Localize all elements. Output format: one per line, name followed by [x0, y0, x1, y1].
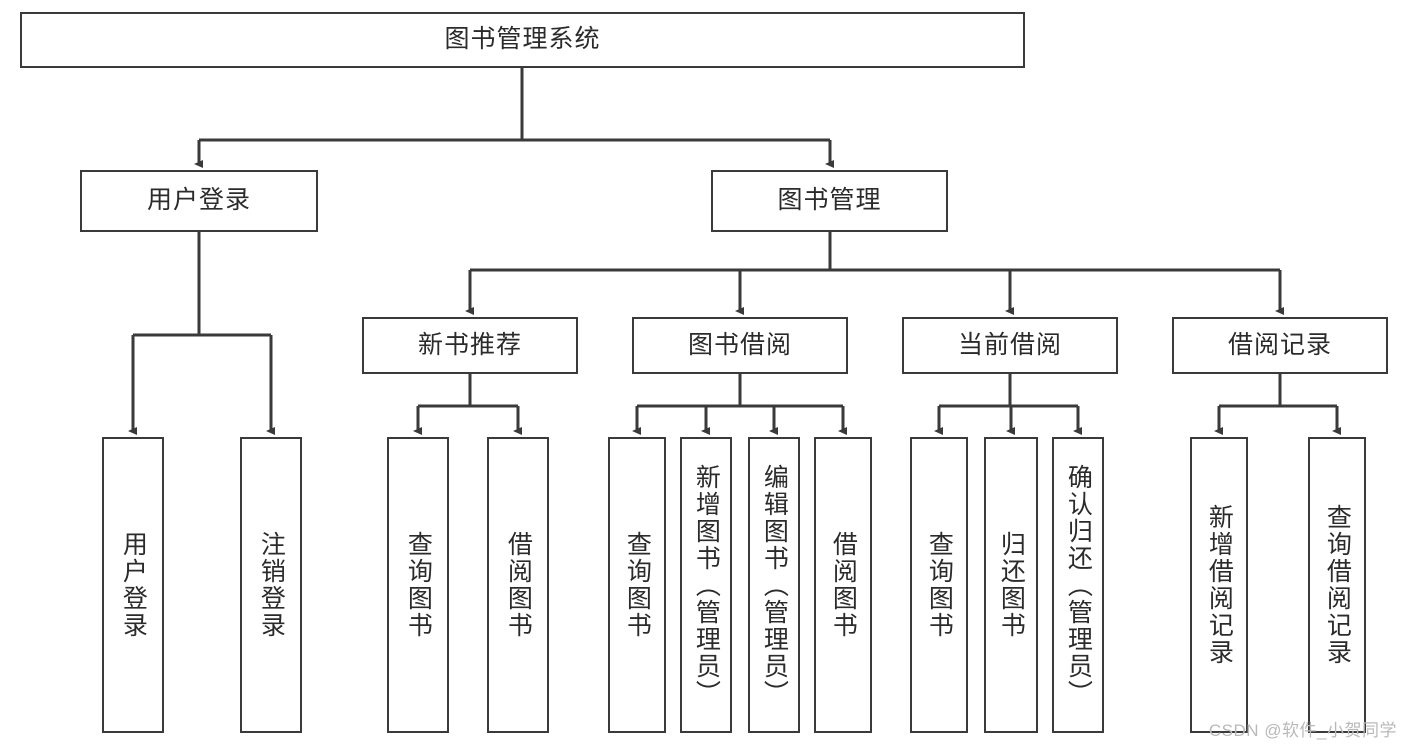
leaf-edit-book[interactable]: 编辑图书（管理员） — [748, 437, 800, 733]
node-user-login-label: 用户登录 — [146, 186, 251, 215]
leaf-borrow-book-2-label: 借阅图书 — [829, 531, 858, 639]
node-user-login[interactable]: 用户登录 — [80, 170, 318, 232]
node-new-book-rec[interactable]: 新书推荐 — [362, 317, 578, 374]
leaf-confirm-return-label: 确认归还（管理员） — [1064, 463, 1093, 707]
leaf-return-book-label: 归还图书 — [997, 531, 1026, 639]
node-current-borrow-label: 当前借阅 — [957, 330, 1062, 359]
node-book-manage-label: 图书管理 — [777, 186, 882, 215]
csdn-watermark: CSDN @软件_小贺同学 — [1208, 721, 1397, 740]
leaf-borrow-book-1[interactable]: 借阅图书 — [487, 437, 549, 733]
leaf-confirm-return[interactable]: 确认归还（管理员） — [1052, 437, 1104, 733]
leaf-query-book-2-label: 查询图书 — [623, 531, 652, 639]
leaf-query-record[interactable]: 查询借阅记录 — [1308, 437, 1366, 733]
leaf-query-book-1[interactable]: 查询图书 — [387, 437, 449, 733]
leaf-return-book[interactable]: 归还图书 — [984, 437, 1038, 733]
leaf-borrow-book-2[interactable]: 借阅图书 — [814, 437, 872, 733]
leaf-user-login[interactable]: 用户登录 — [102, 437, 164, 733]
node-root-label: 图书管理系统 — [444, 25, 601, 54]
node-root[interactable]: 图书管理系统 — [20, 12, 1025, 68]
node-current-borrow[interactable]: 当前借阅 — [902, 317, 1118, 374]
node-book-borrow-label: 图书借阅 — [687, 330, 792, 359]
node-new-book-rec-label: 新书推荐 — [417, 330, 522, 359]
node-borrow-record[interactable]: 借阅记录 — [1172, 317, 1388, 374]
leaf-borrow-book-1-label: 借阅图书 — [504, 531, 533, 639]
leaf-query-book-1-label: 查询图书 — [404, 531, 433, 639]
leaf-logout[interactable]: 注销登录 — [240, 437, 302, 733]
leaf-add-book-label: 新增图书（管理员） — [692, 463, 721, 707]
leaf-edit-book-label: 编辑图书（管理员） — [760, 463, 789, 707]
leaf-add-book[interactable]: 新增图书（管理员） — [680, 437, 732, 733]
leaf-user-login-label: 用户登录 — [119, 531, 148, 639]
node-book-manage[interactable]: 图书管理 — [711, 170, 948, 232]
node-borrow-record-label: 借阅记录 — [1227, 330, 1332, 359]
leaf-logout-label: 注销登录 — [257, 531, 286, 639]
node-book-borrow[interactable]: 图书借阅 — [632, 317, 848, 374]
leaf-add-record[interactable]: 新增借阅记录 — [1190, 437, 1248, 733]
leaf-add-record-label: 新增借阅记录 — [1205, 504, 1234, 666]
leaf-query-record-label: 查询借阅记录 — [1323, 504, 1352, 666]
leaf-query-book-3-label: 查询图书 — [925, 531, 954, 639]
leaf-query-book-2[interactable]: 查询图书 — [608, 437, 666, 733]
leaf-query-book-3[interactable]: 查询图书 — [910, 437, 968, 733]
